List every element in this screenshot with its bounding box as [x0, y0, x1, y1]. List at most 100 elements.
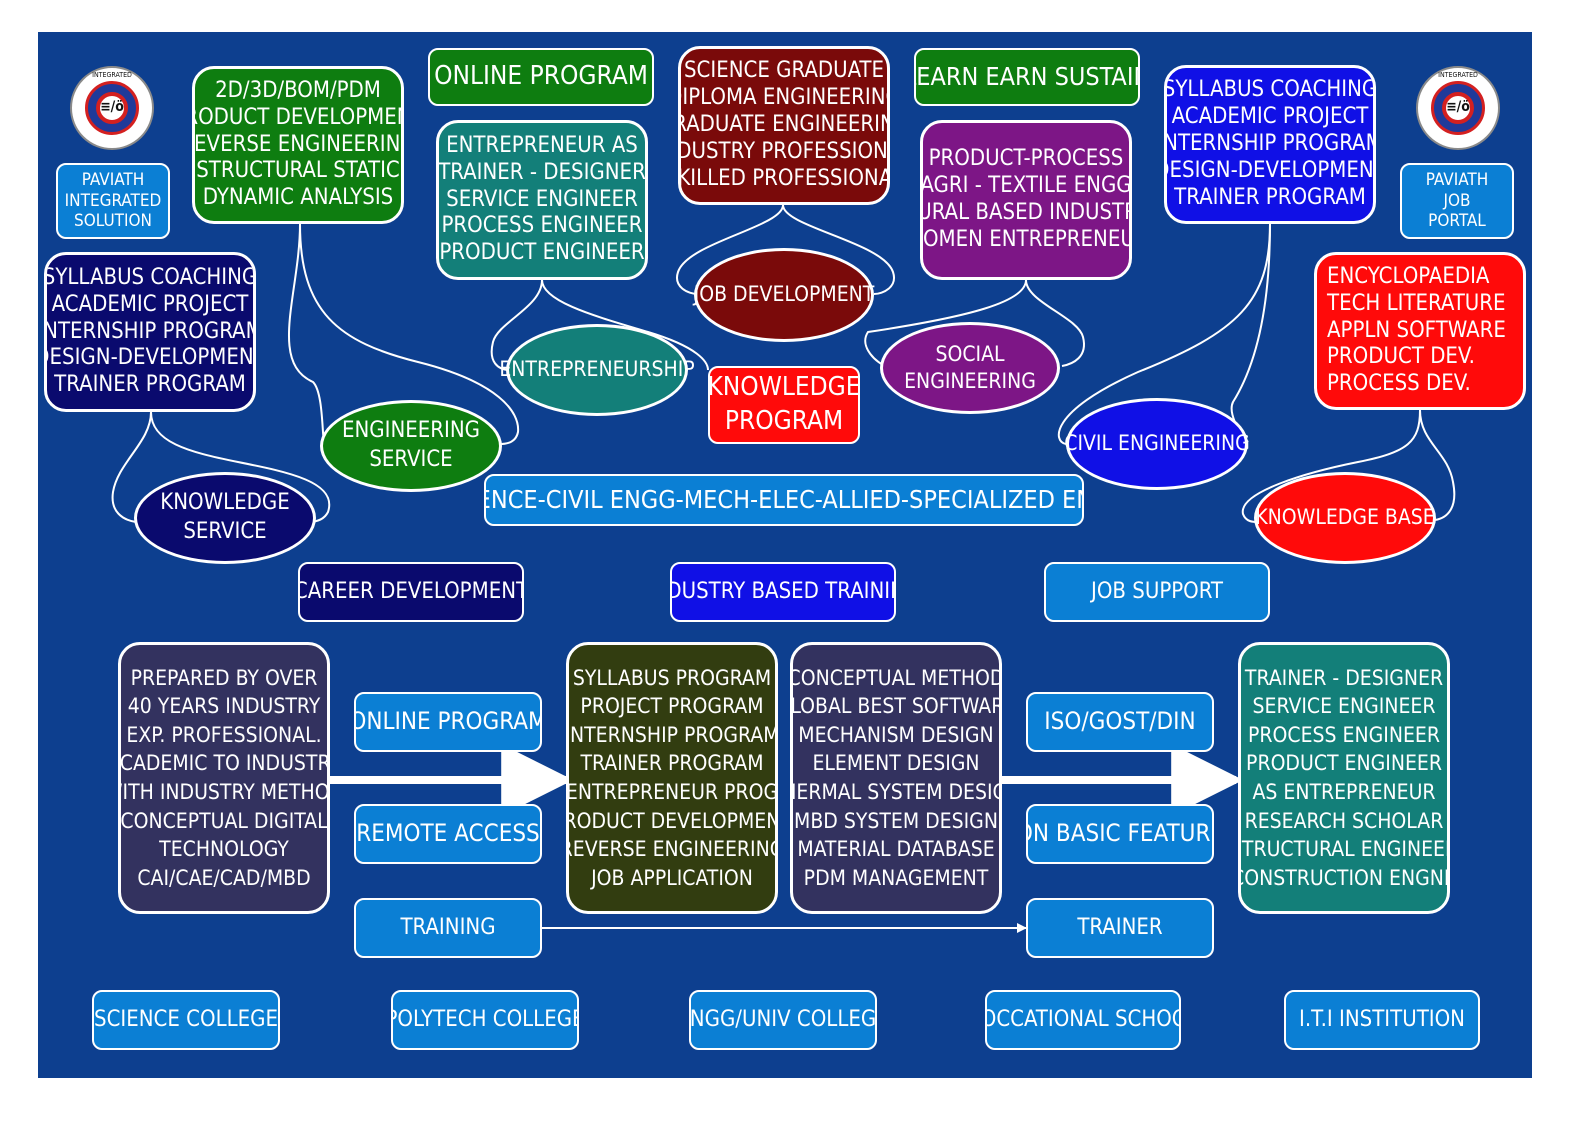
list-item: THERMAL SYSTEM DESIGN	[793, 780, 999, 804]
list-item: PREPARED BY OVER	[130, 665, 318, 690]
list-item: RESEARCH SCHOLAR	[1244, 808, 1444, 833]
trainer-label: TRAINER	[1077, 914, 1163, 940]
list-item: GLOBAL BEST SOFTWARE	[790, 694, 999, 719]
list-item: TRAINER PROGRAM	[580, 751, 764, 776]
institution-label: SCIENCE COLLEGE	[94, 1006, 278, 1032]
on-basic-feature[interactable]: ON BASIC FEATURE	[1026, 804, 1214, 864]
disciplines-banner: SCIENCE-CIVIL ENGG-MECH-ELEC-ALLIED-SPEC…	[484, 474, 1084, 526]
list-item: KNOWLEDGE	[708, 372, 860, 403]
list-item: PROCESS ENGINEER	[441, 213, 643, 239]
knowledge-base-node[interactable]: KNOWLEDGE BASE	[1254, 472, 1436, 564]
list-item: TRAINER - DESIGNER	[1244, 665, 1444, 690]
list-item: SERVICE ENGINEER	[446, 186, 638, 212]
engineering-services-list: 2D/3D/BOM/PDMPRODUCT DEVELOPMENTREVERSE …	[192, 66, 404, 224]
logo-symbol: ≡/ö	[100, 99, 124, 115]
list-item: WOMEN ENTREPRENEUR	[922, 226, 1129, 252]
entrepreneurship-node[interactable]: ENTREPRENEURSHIP	[499, 324, 695, 416]
list-item: DESIGN-DEVELOPMENT	[1164, 157, 1376, 183]
list-item: PRODUCT ENGINEER	[439, 240, 645, 266]
logo-symbol: ≡/ö	[1446, 99, 1470, 115]
list-item: CONCEPTUAL METHOD	[790, 665, 1002, 690]
training-box[interactable]: TRAINING	[354, 898, 542, 958]
list-item: AS ENTREPRENEUR	[1252, 780, 1436, 804]
industry-based-training[interactable]: INDUSTRY BASED TRAINING	[670, 562, 896, 622]
list-item: DYNAMIC ANALYSIS	[202, 185, 394, 211]
list-item: 40 YEARS INDUSTRY	[127, 694, 321, 719]
iso-gost-din[interactable]: ISO/GOST/DIN	[1026, 692, 1214, 752]
list-item: PROCESS DEV.	[1327, 371, 1471, 397]
list-item: REVERSE ENGINEERING	[192, 131, 404, 157]
list-item: ENTREPRENEUR AS	[446, 132, 638, 158]
list-item: 2D/3D/BOM/PDM	[215, 77, 381, 103]
list-item: MBD SYSTEM DESIGN	[794, 808, 998, 833]
list-item: CAI/CAE/CAD/MBD	[137, 865, 311, 890]
engineering-service-node[interactable]: ENGINEERING SERVICE	[320, 400, 502, 492]
list-item: SYLLABUS COACHING	[44, 264, 256, 290]
disciplines-banner-label: SCIENCE-CIVIL ENGG-MECH-ELEC-ALLIED-SPEC…	[486, 484, 1082, 514]
list-item: ACADEMIC PROJECT	[1171, 104, 1369, 130]
institution-iti[interactable]: I.T.I INSTITUTION	[1284, 990, 1480, 1050]
list-item: DIPLOMA ENGINEERING	[678, 85, 890, 111]
entrepreneurship-label: ENTREPRENEURSHIP	[499, 357, 695, 382]
trainer-box[interactable]: TRAINER	[1026, 898, 1214, 958]
list-item: PAVIATH	[81, 169, 145, 190]
list-item: ENGINEERING	[341, 418, 480, 444]
list-item: INTERNSHIP PROGRAM	[566, 722, 778, 747]
list-item: SYLLABUS PROGRAM	[572, 665, 772, 690]
on-basic-feature-label: ON BASIC FEATURE	[1026, 819, 1214, 848]
institution-engg-univ-college[interactable]: ENGG/UNIV COLLEGE	[689, 990, 877, 1050]
institution-vocational-school[interactable]: VOCCATIONAL SCHOOL	[985, 990, 1181, 1050]
job-development-node[interactable]: JOB DEVELOPMENT	[694, 248, 874, 342]
list-item: INTERNSHIP PROGRAM	[1164, 131, 1376, 157]
list-item: MECHANISM DESIGN	[798, 722, 994, 747]
list-item: DESIGN-DEVELOPMENT	[44, 345, 256, 371]
list-item: PRODUCT ENGINEER	[1246, 751, 1442, 776]
job-development-label: JOB DEVELOPMENT	[693, 282, 875, 307]
list-item: TRAINER PROGRAM	[54, 372, 246, 398]
job-support[interactable]: JOB SUPPORT	[1044, 562, 1270, 622]
learn-earn-sustain-label: LEARN EARN SUSTAIN	[914, 61, 1140, 91]
list-item: GRADUATE ENGINEERING	[681, 112, 887, 138]
list-item: INTERNSHIP PROGRAM	[44, 318, 256, 344]
online-program-top-label: ONLINE PROGRAM	[434, 61, 648, 92]
learn-earn-sustain[interactable]: LEARN EARN SUSTAIN	[914, 48, 1140, 106]
knowledge-base-label: KNOWLEDGE BASE	[1255, 505, 1435, 530]
list-item: STRUCTURAL ENGINEER	[1238, 837, 1450, 862]
list-item: WITH INDUSTRY METHOD	[121, 780, 330, 804]
connector-lines	[111, 204, 1456, 933]
remote-access[interactable]: REMOTE ACCESS	[354, 804, 542, 864]
list-item: CONSTRUCTION ENGNR	[1238, 865, 1450, 890]
list-item: RURAL BASED INDUSTRY	[923, 200, 1129, 225]
institution-science-college[interactable]: SCIENCE COLLEGE	[92, 990, 280, 1050]
online-program-top[interactable]: ONLINE PROGRAM	[428, 48, 654, 106]
civil-engineering-node[interactable]: CIVIL ENGINEERING	[1064, 398, 1250, 490]
career-development[interactable]: CAREER DEVELOPMENT	[298, 562, 524, 622]
list-item: PORTAL	[1428, 211, 1486, 232]
iso-gost-din-label: ISO/GOST/DIN	[1044, 707, 1196, 736]
institution-label: VOCCATIONAL SCHOOL	[987, 1006, 1179, 1032]
list-item: PRODUCT DEV.	[1327, 344, 1475, 370]
institution-polytech-college[interactable]: POLYTECH COLLEGE	[391, 990, 579, 1050]
list-item: APPLN SOFTWARE	[1327, 317, 1506, 343]
list-item: SERVICE	[369, 447, 453, 472]
list-item: TECH LITERATURE	[1327, 290, 1506, 316]
list-item: PRODUCT DEVELOPMENT	[195, 104, 401, 130]
list-item: INDUSTRY PROFESSIONAL	[678, 138, 888, 164]
online-program-bottom[interactable]: ONLINE PROGRAM	[354, 692, 542, 752]
list-item: PRODUCT DEVELOPMENT	[566, 808, 778, 833]
list-item: REVERSE ENGINEERING	[566, 837, 778, 862]
list-item: STRUCTURAL STATIC	[196, 158, 400, 184]
